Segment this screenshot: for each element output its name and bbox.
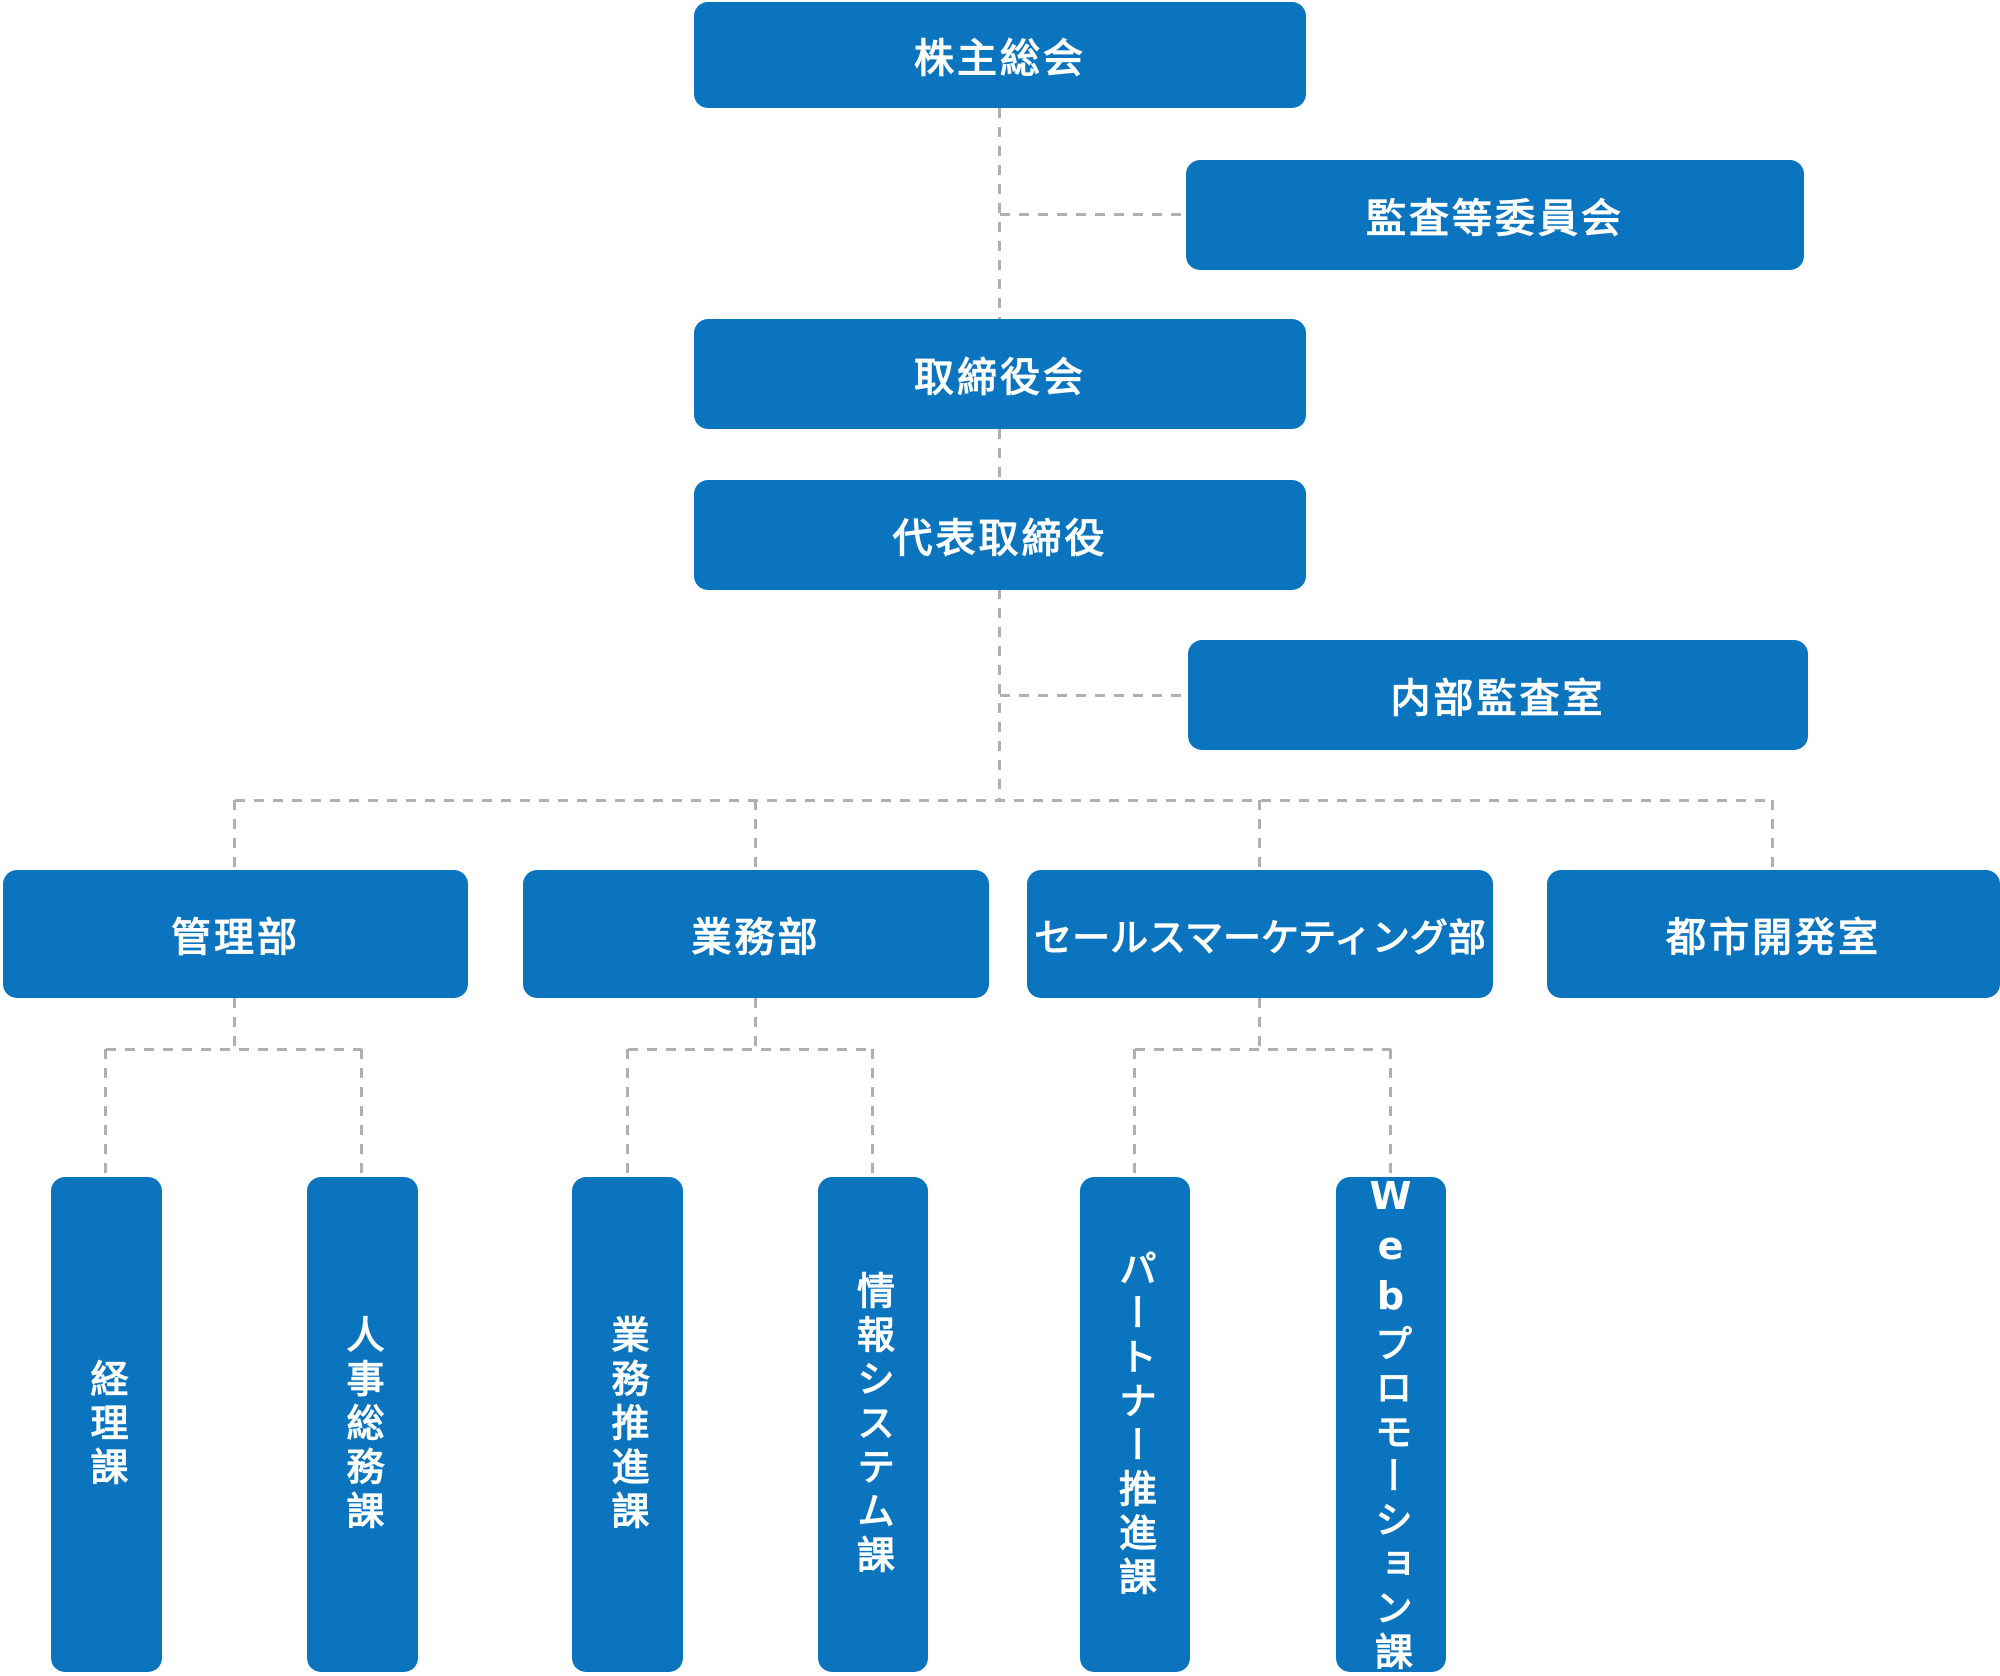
connector-department-distribution: [235, 799, 1773, 802]
connector-drop-operations-dept: [754, 800, 757, 870]
node-operations-dept: 業務部: [523, 870, 989, 998]
connector-sales-marketing-stem: [1258, 998, 1261, 1050]
node-urban-development-office: 都市開発室: [1547, 870, 2000, 998]
node-board-of-directors: 取締役会: [694, 319, 1306, 429]
node-admin-dept: 管理部: [3, 870, 468, 998]
connector-representative-to-departments: [998, 589, 1001, 800]
connector-drop-sales-marketing-dept: [1258, 800, 1261, 870]
node-business-promotion-section: 業務推進課: [572, 1177, 683, 1672]
connector-to-audit-committee: [1000, 213, 1186, 216]
connector-drop-partner-promotion: [1133, 1049, 1136, 1177]
node-partner-promotion-section: パートナー推進課: [1080, 1177, 1190, 1672]
connector-sales-marketing-sections: [1135, 1048, 1391, 1051]
node-hr-general-affairs-section: 人事総務課: [307, 1177, 418, 1672]
connector-shareholders-to-board: [998, 108, 1001, 319]
node-information-systems-section: 情報システム課: [818, 1177, 928, 1672]
node-sales-marketing-dept: セールスマーケティング部: [1027, 870, 1493, 998]
connector-operations-sections: [628, 1048, 873, 1051]
connector-drop-admin-dept: [233, 800, 236, 870]
node-representative-director: 代表取締役: [694, 480, 1306, 590]
connector-drop-accounting: [104, 1049, 107, 1177]
connector-board-to-representative: [998, 429, 1001, 480]
connector-drop-web-promotion: [1389, 1049, 1392, 1177]
connector-drop-business-promotion: [626, 1049, 629, 1177]
node-internal-audit-office: 内部監査室: [1188, 640, 1808, 750]
connector-drop-urban-development: [1771, 800, 1774, 870]
node-shareholders-meeting: 株主総会: [694, 2, 1306, 108]
node-web-promotion-section: Webプロモーション課: [1336, 1174, 1446, 1676]
connector-drop-information-systems: [871, 1049, 874, 1177]
node-audit-committee: 監査等委員会: [1186, 160, 1804, 270]
connector-admin-dept-stem: [233, 998, 236, 1050]
connector-drop-hr-general-affairs: [360, 1049, 363, 1177]
node-accounting-section: 経理課: [51, 1177, 162, 1672]
connector-to-internal-audit: [1000, 694, 1188, 697]
connector-operations-dept-stem: [754, 998, 757, 1050]
connector-admin-sections: [106, 1048, 362, 1051]
